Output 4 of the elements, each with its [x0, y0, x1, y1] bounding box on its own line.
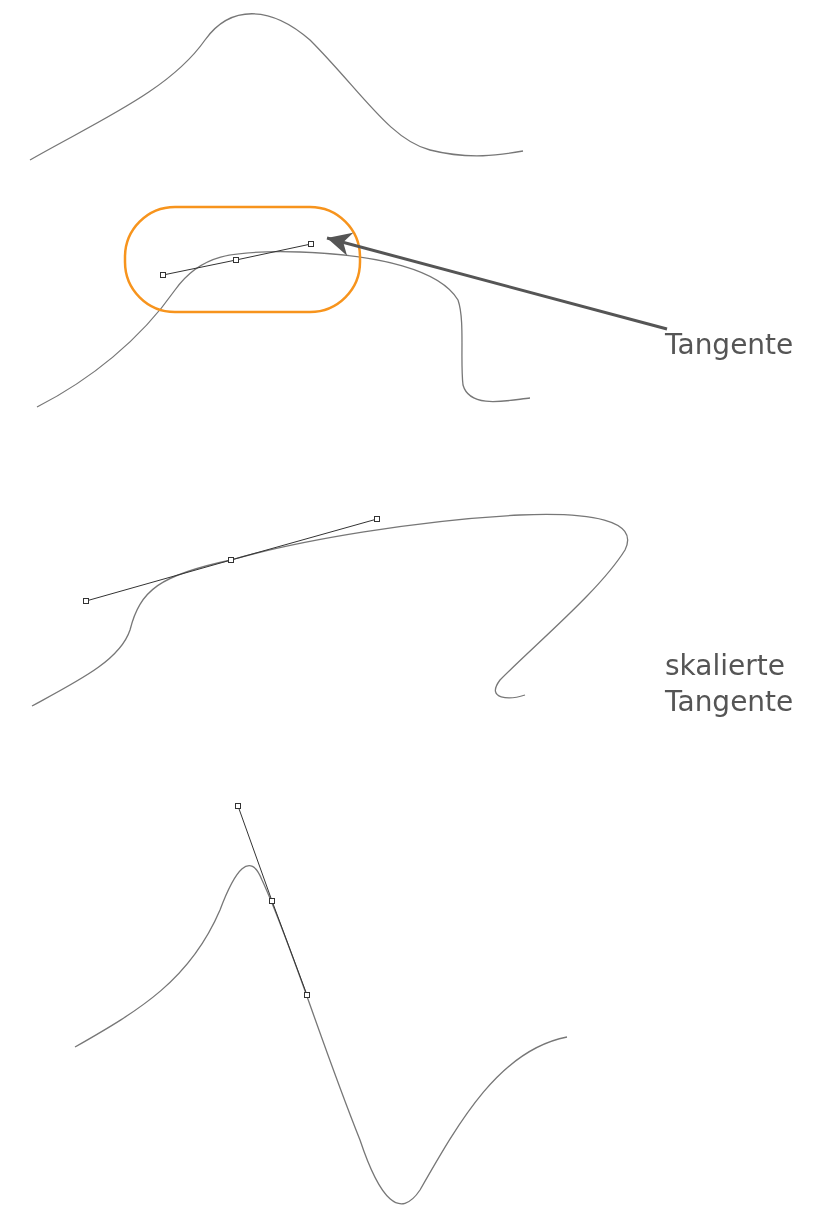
- callout-label: skalierte Tangente: [665, 648, 795, 720]
- callout-label: Tangente: [665, 327, 794, 363]
- tangent-line: [160, 241, 314, 278]
- leader-arrow: [326, 232, 668, 331]
